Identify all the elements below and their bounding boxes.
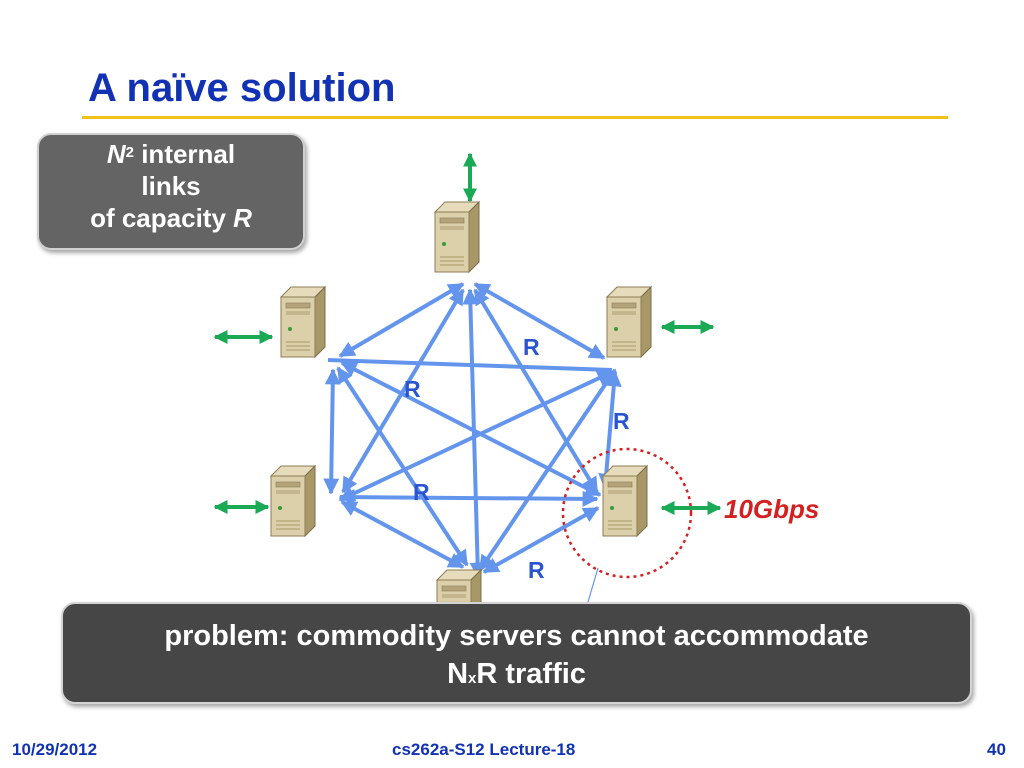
problem-line-2: NxR traffic — [63, 655, 970, 698]
link-lowerleft-lowerright — [338, 489, 599, 507]
callout-exponent: 2 — [125, 144, 134, 161]
server-lower-right-icon — [602, 465, 648, 537]
server-top-icon — [434, 201, 480, 273]
external-links — [213, 152, 722, 515]
link-upperright-bottom — [478, 368, 617, 572]
link-lowerleft-bottom — [340, 500, 465, 569]
callout-capacity-text: of capacity — [90, 203, 234, 233]
footer-course: cs262a-S12 Lecture-18 — [392, 740, 576, 759]
callout-var-n: N — [106, 139, 126, 169]
callout-internal-text: internal — [133, 139, 236, 169]
server-lower-left-icon — [270, 465, 316, 537]
link-lowerright-bottom — [482, 506, 600, 574]
problem-r-traffic: R traffic — [476, 658, 586, 690]
link-upperleft-lowerleft — [323, 368, 341, 495]
footer-page-number: 40 — [987, 740, 1006, 759]
link-label-r-4: R — [413, 479, 430, 505]
speed-label: 10Gbps — [724, 494, 819, 524]
n-squared-callout: N2 internal links of capacity R — [37, 133, 305, 250]
link-label-r-3: R — [613, 408, 630, 434]
link-label-r-2: R — [404, 376, 421, 402]
title-underline — [82, 116, 948, 119]
problem-x: x — [468, 670, 477, 687]
highlight-circle — [561, 447, 693, 579]
callout-line-1: N2 internal — [39, 138, 303, 170]
callout-line-3: of capacity R — [39, 202, 303, 234]
slide-title: A naïve solution — [88, 66, 396, 110]
callout-line-2: links — [141, 171, 201, 201]
callout-var-r: R — [233, 203, 252, 233]
problem-n: N — [447, 658, 469, 690]
footer-date: 10/29/2012 — [12, 740, 98, 759]
internal-links — [323, 282, 622, 579]
problem-line-1: problem: commodity servers cannot accomm… — [164, 620, 869, 652]
server-upper-right-icon — [606, 286, 652, 358]
problem-box: problem: commodity servers cannot accomm… — [61, 602, 972, 704]
server-upper-left-icon — [280, 286, 326, 358]
link-label-r-5: R — [528, 557, 545, 583]
link-label-r-1: R — [523, 334, 540, 360]
